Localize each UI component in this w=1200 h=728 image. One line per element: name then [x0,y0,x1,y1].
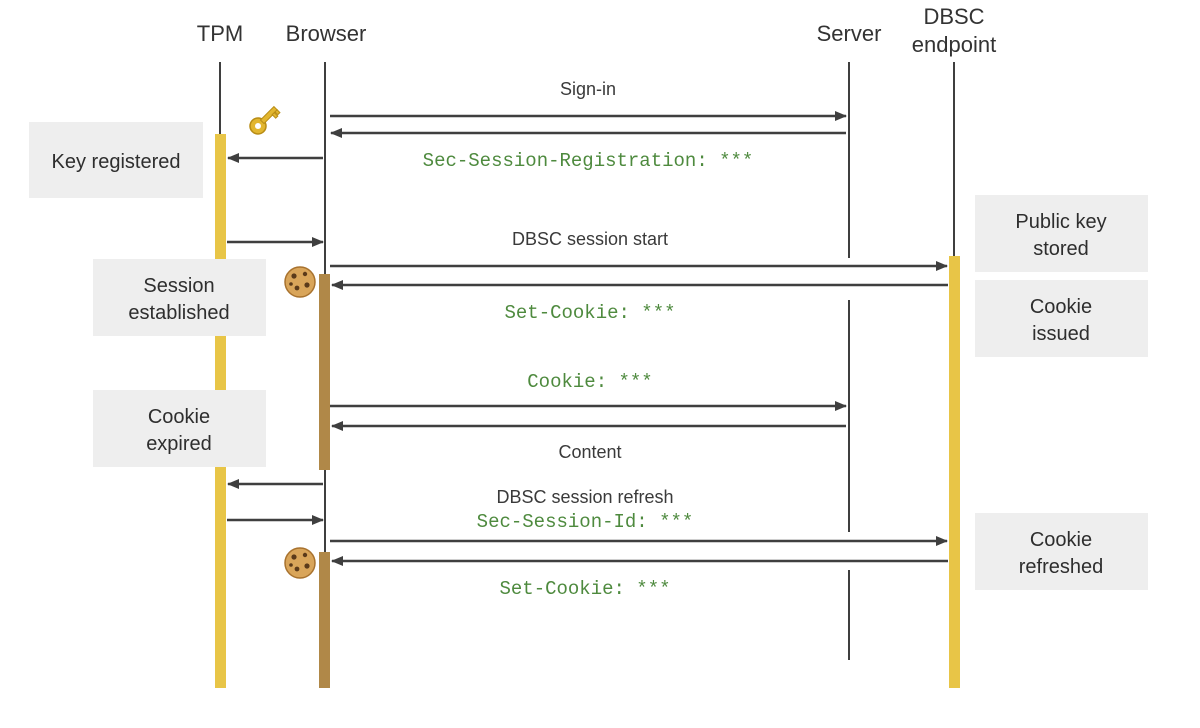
note-cookie-issued-line1: Cookie [1030,296,1092,318]
note-cookie-expired-line1: Cookie [148,406,210,428]
note-public-key-stored [975,195,1148,272]
browser-activation-bar-2 [319,552,330,688]
actor-tpm: TPM [197,21,243,46]
note-session-established [93,259,266,336]
actor-server: Server [817,21,882,46]
actor-dbsc-line2: endpoint [912,32,996,57]
note-key-registered-text: Key registered [52,151,181,173]
note-cookie-expired-line2: expired [146,433,212,455]
actor-dbsc-line1: DBSC [923,4,984,29]
label-sec-session-registration: Sec-Session-Registration: *** [423,150,754,172]
note-key-registered [29,122,203,198]
note-cookie-refreshed-line2: refreshed [1019,556,1104,578]
actor-browser: Browser [286,21,367,46]
note-cookie-refreshed-line1: Cookie [1030,529,1092,551]
cookie-icon [284,266,316,298]
note-session-established-line1: Session [143,275,214,297]
label-content: Content [558,442,621,462]
key-icon [249,105,281,135]
label-set-cookie-2: Set-Cookie: *** [499,578,670,600]
label-set-cookie-1: Set-Cookie: *** [504,302,675,324]
label-sec-session-id: Sec-Session-Id: *** [477,511,694,533]
label-dbsc-session-refresh: DBSC session refresh [496,487,673,507]
label-dbsc-session-start: DBSC session start [512,229,668,249]
note-cookie-expired [93,390,266,467]
cookie-icon [284,547,316,579]
note-cookie-refreshed [975,513,1148,590]
note-public-key-stored-line1: Public key [1015,211,1106,233]
note-cookie-issued [975,280,1148,357]
note-public-key-stored-line2: stored [1033,238,1089,260]
label-cookie: Cookie: *** [527,371,652,393]
label-sign-in: Sign-in [560,79,616,99]
note-cookie-issued-line2: issued [1032,323,1090,345]
note-session-established-line2: established [128,302,229,324]
browser-activation-bar-1 [319,274,330,470]
dbsc-activation-bar [949,256,960,688]
